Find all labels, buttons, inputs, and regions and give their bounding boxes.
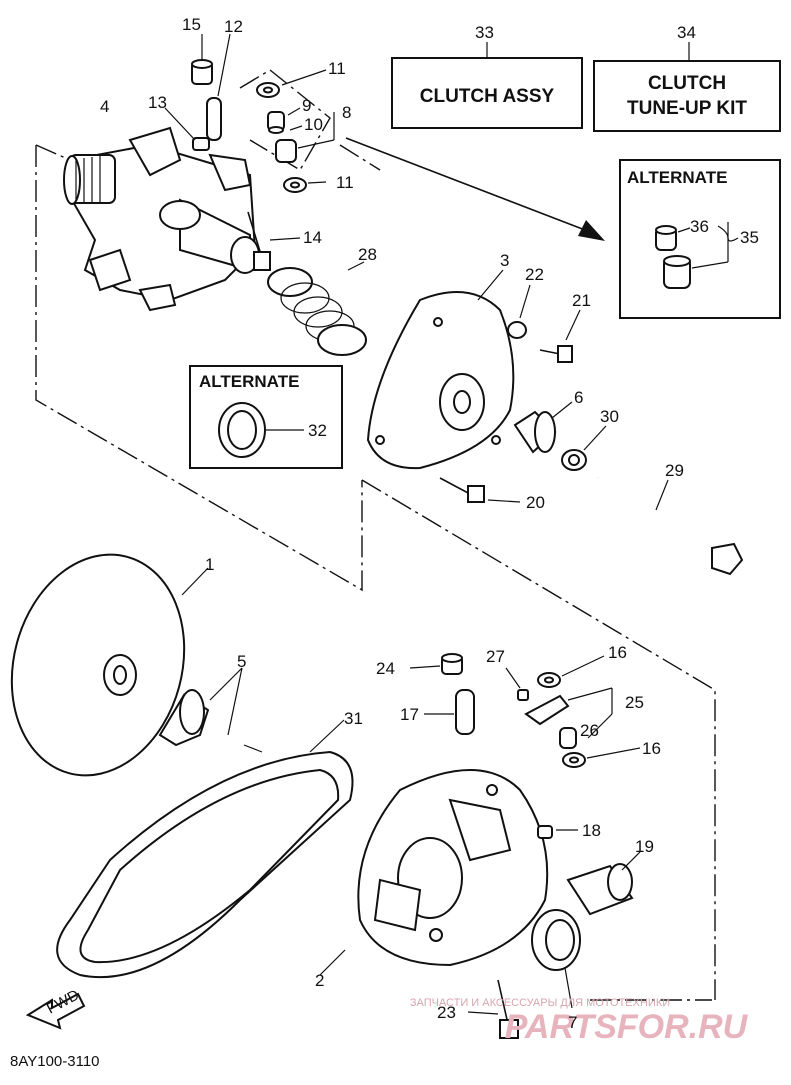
label-10: 10 [304, 115, 323, 134]
label-26: 26 [580, 721, 599, 740]
label-2: 2 [315, 971, 324, 990]
spring-28-icon [267, 267, 367, 356]
bolt-29-icon [596, 475, 744, 576]
nut-22-icon [507, 321, 527, 339]
bolt-23-icon [497, 979, 519, 1039]
label-35: 35 [740, 228, 759, 247]
drive-belt-31 [56, 750, 354, 979]
clutch-assy-text: CLUTCH ASSY [420, 86, 555, 107]
clutch-assy-box: CLUTCH ASSY [391, 57, 583, 129]
bolt-20-icon [439, 477, 485, 503]
washer-10-icon [268, 126, 284, 134]
label-8: 8 [342, 103, 351, 122]
bearing-7-icon [531, 909, 581, 971]
screw-27-icon [517, 689, 529, 701]
watermark-line2: PARTSFOR.RU [505, 1008, 749, 1046]
arrow-head-icon [578, 220, 605, 241]
label-11b: 11 [336, 173, 354, 192]
screw-13-icon [192, 137, 210, 151]
label-13: 13 [148, 93, 167, 112]
label-31: 31 [344, 709, 363, 728]
label-3: 3 [500, 251, 509, 270]
alternate-box-left: ALTERNATE [189, 365, 343, 469]
arm-25-icon [524, 694, 570, 726]
sheave-1 [10, 553, 186, 777]
forward-direction-arrow: FWD [25, 986, 86, 1030]
tune-up-kit-line2: TUNE-UP KIT [627, 98, 747, 119]
roller-26-icon [559, 727, 577, 749]
bushing-5-icon [158, 689, 210, 747]
alternate-box-top: ALTERNATE [619, 159, 781, 319]
label-30: 30 [600, 407, 619, 426]
label-29: 29 [665, 461, 684, 480]
bolt-21-icon [539, 345, 573, 363]
label-9: 9 [302, 96, 311, 115]
bushing-6-icon [513, 410, 557, 454]
clutch-tune-up-kit-box: CLUTCH TUNE-UP KIT [593, 60, 781, 132]
label-12: 12 [224, 17, 243, 36]
label-32: 32 [308, 421, 327, 440]
alternate-top-text: ALTERNATE [627, 168, 727, 187]
label-11a: 11 [328, 59, 346, 78]
label-16a: 16 [608, 643, 627, 662]
spider-assembly-4 [63, 126, 260, 312]
label-19: 19 [635, 837, 654, 856]
label-16b: 16 [642, 739, 661, 758]
label-22: 22 [525, 265, 544, 284]
label-23: 23 [437, 1003, 456, 1022]
label-5: 5 [237, 652, 246, 671]
pin-12-icon [206, 97, 222, 141]
label-36: 36 [690, 217, 709, 236]
label-27: 27 [486, 647, 505, 666]
label-25: 25 [625, 693, 644, 712]
label-24: 24 [376, 659, 395, 678]
label-1: 1 [205, 555, 214, 574]
roller-8-icon [275, 139, 297, 163]
label-4: 4 [100, 97, 109, 116]
label-18: 18 [582, 821, 601, 840]
pin-17-icon [455, 689, 475, 735]
label-34: 34 [677, 23, 696, 42]
tune-up-kit-line1: CLUTCH [648, 73, 726, 94]
alternate-left-text: ALTERNATE [199, 372, 299, 391]
sleeve-19-icon [566, 863, 634, 916]
cover-3 [366, 291, 515, 470]
label-17: 17 [400, 705, 419, 724]
label-28: 28 [358, 245, 377, 264]
label-7: 7 [568, 1013, 577, 1032]
callout-labels: ЗАПЧАСТИ И АКСЕССУАРЫ ДЛЯ МОТОТЕХНИКИ PA… [100, 15, 759, 1046]
watermark-line1: ЗАПЧАСТИ И АКСЕССУАРЫ ДЛЯ МОТОТЕХНИКИ [410, 997, 670, 1009]
label-21: 21 [572, 291, 591, 310]
bolt-14-icon [247, 211, 271, 271]
label-6: 6 [574, 388, 583, 407]
screw-18-icon [537, 825, 553, 839]
label-20: 20 [526, 493, 545, 512]
diagram-code: 8AY100-3110 [10, 1053, 100, 1070]
label-33: 33 [475, 23, 494, 42]
sheave-housing-2 [357, 769, 549, 967]
label-15: 15 [182, 15, 201, 34]
label-14: 14 [303, 228, 322, 247]
